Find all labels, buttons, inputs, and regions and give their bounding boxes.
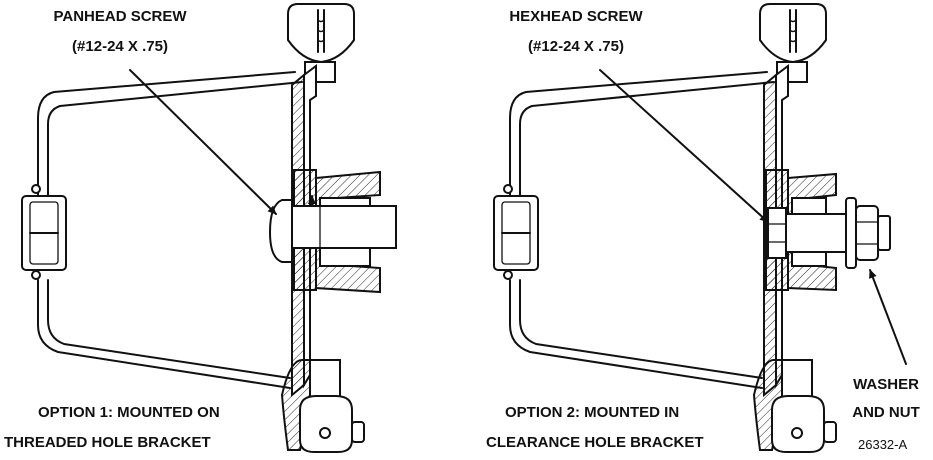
option1-unit <box>21 3 397 453</box>
option2-unit <box>493 3 907 453</box>
option2-screw-leader <box>599 69 769 223</box>
option1-caption-line2: THREADED HOLE BRACKET <box>4 434 211 451</box>
washer-label-line2: AND NUT <box>852 404 920 421</box>
option1-body <box>21 71 303 389</box>
option1-caption-line1: OPTION 1: MOUNTED ON <box>38 404 220 421</box>
option1-bottom-clamp <box>280 359 365 453</box>
option2-washer-nut <box>845 197 891 269</box>
washer-label-line1: WASHER <box>853 376 919 393</box>
option2-body <box>493 71 775 389</box>
option2-washer-leader <box>869 269 907 365</box>
option1-screw-label-line1: PANHEAD SCREW <box>53 8 187 25</box>
option1-top-clamp <box>287 3 355 83</box>
option2-hexhead-screw <box>767 207 853 259</box>
option2-bottom-clamp <box>752 359 837 453</box>
figure-id: 26332-A <box>858 437 908 452</box>
option2-caption-line1: OPTION 2: MOUNTED IN <box>505 404 680 421</box>
option2-screw-label-line2: (#12-24 X .75) <box>528 38 624 55</box>
option2-screw-label-line1: HEXHEAD SCREW <box>509 8 643 25</box>
option1-panhead-screw <box>268 199 397 263</box>
option2-top-clamp <box>759 3 827 83</box>
option1-screw-leader <box>129 69 277 215</box>
option1-screw-label-line2: (#12-24 X .75) <box>72 38 168 55</box>
option2-caption-line2: CLEARANCE HOLE BRACKET <box>486 434 704 451</box>
